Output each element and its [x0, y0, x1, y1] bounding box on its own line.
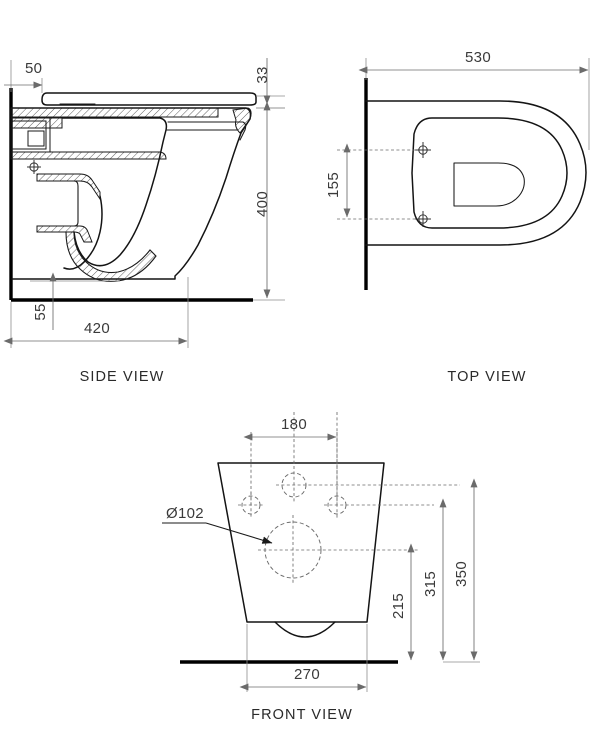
- dimension-label-front-180: 180: [281, 416, 307, 433]
- side-view-seat-lid: [41, 92, 257, 106]
- side-view-fixing-bolt-marker: [27, 160, 41, 174]
- dimension-front-diameter-102: Ø102: [162, 505, 273, 544]
- side-view-trap-bottom-hatch: [65, 231, 157, 283]
- dimension-label-front-350: 350: [453, 561, 470, 587]
- dimension-label-top-155: 155: [325, 172, 342, 198]
- top-view-group: 530 155 TOP VIEW: [325, 49, 590, 385]
- top-view-bowl-aperture: [453, 162, 525, 207]
- dimension-top-155: 155: [325, 143, 418, 220]
- side-view-group: 50 33 400 55 420 SIDE VIE: [3, 58, 285, 385]
- dimension-side-420: 420: [3, 277, 189, 348]
- dimension-top-530: 530: [358, 49, 590, 150]
- dimension-side-55: 55: [30, 272, 120, 330]
- top-view-fixing-hole-lower: [415, 211, 431, 227]
- side-view-rim-inner-line: [167, 121, 247, 141]
- side-view-trap-curve: [63, 195, 103, 270]
- front-view-waste-outlet: [258, 515, 418, 585]
- dimension-label-front-d102: Ø102: [166, 505, 204, 522]
- dimension-label-side-400: 400: [254, 191, 271, 217]
- front-view-fixing-hole-centre: [276, 412, 460, 503]
- dimension-label-side-33: 33: [254, 66, 271, 83]
- side-view-trap-hatch-group: [10, 117, 167, 160]
- side-view-bowl-inner-wall: [61, 117, 168, 267]
- front-view-fixing-hole-right: [324, 412, 434, 518]
- dimension-label-top-530: 530: [465, 49, 491, 66]
- dimension-label-side-420: 420: [84, 320, 110, 337]
- dimension-side-400: 400: [253, 101, 285, 301]
- front-view-group: 180 Ø102 215 315 350 270: [162, 412, 480, 723]
- dimension-label-front-270: 270: [294, 666, 320, 683]
- dimension-label-side-50: 50: [25, 60, 42, 77]
- dimension-front-180: 180: [243, 416, 338, 505]
- dimension-front-215: 215: [390, 543, 415, 661]
- dimension-label-front-215: 215: [390, 593, 407, 619]
- dimension-front-270: 270: [239, 624, 368, 692]
- top-view-label: TOP VIEW: [447, 369, 526, 385]
- dimension-side-50: 50: [4, 60, 43, 93]
- front-view-pan-base-curve: [274, 621, 336, 638]
- dimension-label-side-55: 55: [32, 303, 49, 320]
- top-view-seat-outline: [411, 117, 568, 229]
- dimension-front-315: 315: [422, 498, 447, 661]
- front-view-label: FRONT VIEW: [251, 707, 353, 723]
- side-view-label: SIDE VIEW: [80, 369, 165, 385]
- top-view-fixing-hole-upper: [415, 142, 431, 158]
- top-view-pan-outline: [365, 100, 587, 246]
- side-view-top-flange-hatch: [10, 107, 252, 134]
- dimension-front-350: 350: [443, 478, 480, 663]
- dimension-label-front-315: 315: [422, 571, 439, 597]
- side-view-outlet-bracket: [36, 173, 101, 243]
- front-view-pan-body: [217, 462, 385, 623]
